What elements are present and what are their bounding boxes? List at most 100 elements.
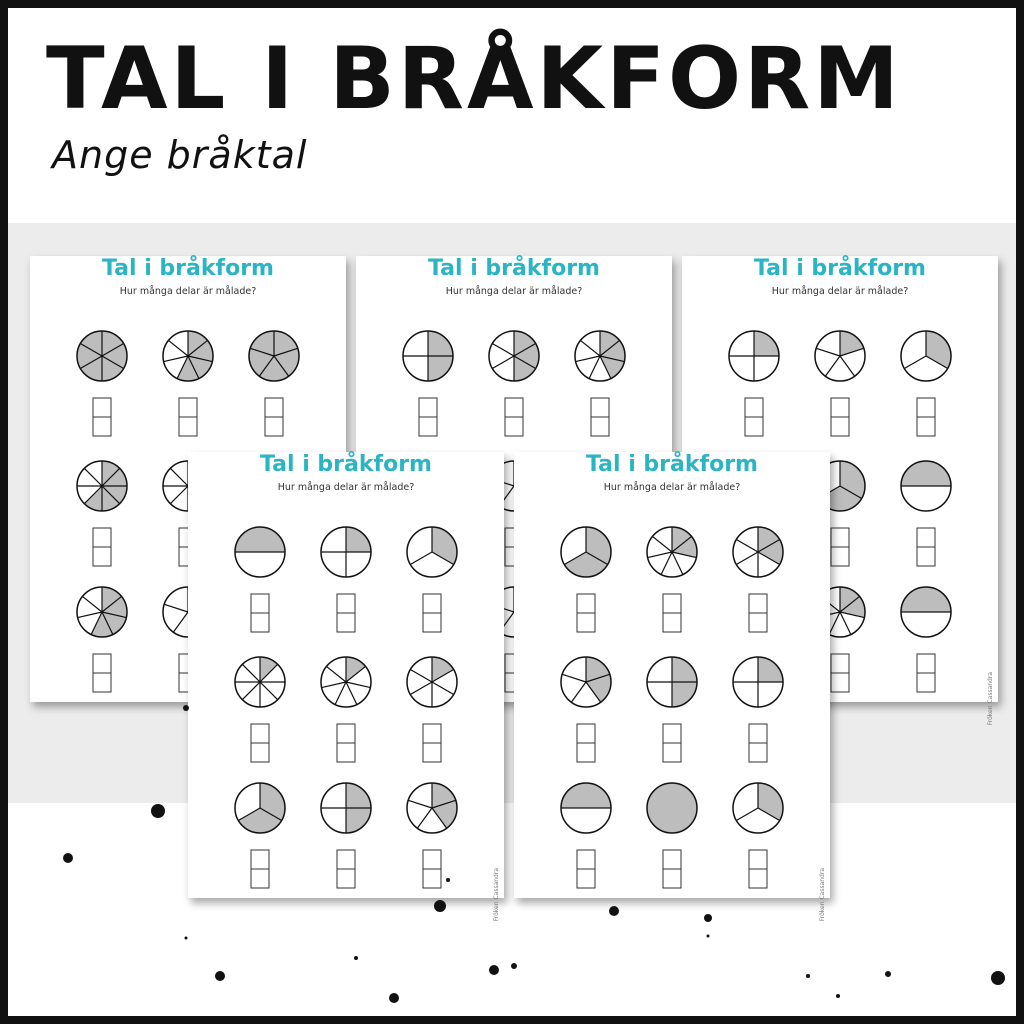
ink-dot — [184, 936, 188, 940]
fraction-pie — [900, 586, 952, 638]
answer-box — [250, 849, 270, 889]
worksheet-subtitle: Hur många delar är målade? — [277, 482, 415, 493]
fraction-pie — [488, 330, 540, 382]
answer-box — [830, 653, 850, 693]
answer-box — [576, 723, 596, 763]
worksheet-title: Tal i bråkform — [102, 256, 274, 281]
ink-dot — [183, 705, 189, 711]
ink-dot — [434, 900, 446, 912]
answer-box — [418, 397, 438, 437]
ink-dot — [446, 878, 450, 882]
fraction-pie — [406, 656, 458, 708]
ink-dot — [215, 971, 225, 981]
answer-box — [662, 723, 682, 763]
answer-box — [336, 723, 356, 763]
answer-box — [92, 397, 112, 437]
ink-dot — [991, 971, 1005, 985]
ink-dot — [836, 994, 840, 998]
answer-box — [250, 593, 270, 633]
worksheet-subtitle: Hur många delar är målade? — [445, 286, 583, 297]
fraction-pie — [560, 782, 612, 834]
fraction-pie — [732, 782, 784, 834]
answer-box — [92, 527, 112, 567]
ink-splatter-decoration — [63, 705, 1005, 1003]
fraction-pie — [402, 330, 454, 382]
answer-box — [662, 593, 682, 633]
worksheet-preview-5: Tal i bråkform Hur många delar är målade… — [514, 452, 830, 921]
answer-box — [264, 397, 284, 437]
fraction-pie — [574, 330, 626, 382]
fraction-pie — [646, 656, 698, 708]
page-subtitle: Ange bråktal — [52, 133, 308, 177]
answer-box — [916, 397, 936, 437]
fraction-pie — [728, 330, 780, 382]
fraction-pie — [234, 526, 286, 578]
fraction-pie — [732, 526, 784, 578]
worksheet-title: Tal i bråkform — [260, 452, 432, 477]
fraction-pie — [320, 782, 372, 834]
fraction-pie — [320, 656, 372, 708]
fraction-pie — [76, 330, 128, 382]
answer-box — [916, 527, 936, 567]
worksheet-subtitle: Hur många delar är målade? — [119, 286, 257, 297]
fraction-pie — [320, 526, 372, 578]
answer-box — [336, 849, 356, 889]
answer-box — [662, 849, 682, 889]
answer-box — [748, 849, 768, 889]
answer-box — [422, 593, 442, 633]
worksheet-title: Tal i bråkform — [586, 452, 758, 477]
fraction-pie — [732, 656, 784, 708]
ink-dot — [389, 993, 399, 1003]
fraction-grid — [560, 526, 784, 889]
answer-box — [250, 723, 270, 763]
fraction-pie — [76, 586, 128, 638]
ink-dot — [151, 804, 165, 818]
fraction-pie — [248, 330, 300, 382]
answer-box — [576, 593, 596, 633]
fraction-pie — [162, 330, 214, 382]
answer-box — [830, 397, 850, 437]
fraction-pie — [646, 526, 698, 578]
ink-dot — [885, 971, 891, 977]
worksheet-preview-4: Tal i bråkform Hur många delar är målade… — [188, 452, 504, 921]
fraction-pie — [234, 656, 286, 708]
answer-box — [744, 397, 764, 437]
fraction-pie — [234, 782, 286, 834]
answer-box — [422, 723, 442, 763]
fraction-grid — [234, 526, 458, 889]
worksheet-title: Tal i bråkform — [428, 256, 600, 281]
ink-dot — [704, 914, 712, 922]
ink-dot — [706, 934, 710, 938]
answer-box — [748, 723, 768, 763]
answer-box — [504, 397, 524, 437]
fraction-pie — [560, 656, 612, 708]
answer-box — [178, 397, 198, 437]
answer-box — [422, 849, 442, 889]
fraction-pie — [76, 460, 128, 512]
answer-box — [748, 593, 768, 633]
fraction-pie — [814, 330, 866, 382]
ink-dot — [806, 974, 810, 978]
page-title: TAL I BRÅKFORM — [46, 29, 902, 129]
fraction-pie — [406, 782, 458, 834]
fraction-pie — [646, 782, 698, 834]
answer-box — [336, 593, 356, 633]
answer-box — [576, 849, 596, 889]
answer-box — [916, 653, 936, 693]
fraction-pie — [900, 460, 952, 512]
ink-dot — [63, 853, 73, 863]
worksheet-subtitle: Hur många delar är målade? — [603, 482, 741, 493]
fraction-pie — [900, 330, 952, 382]
answer-box — [830, 527, 850, 567]
worksheet-title: Tal i bråkform — [754, 256, 926, 281]
worksheet-subtitle: Hur många delar är målade? — [771, 286, 909, 297]
ink-dot — [354, 956, 358, 960]
ink-dot — [511, 963, 517, 969]
ink-dot — [609, 906, 619, 916]
ink-dot — [489, 965, 499, 975]
fraction-pie — [406, 526, 458, 578]
answer-box — [590, 397, 610, 437]
answer-box — [92, 653, 112, 693]
fraction-pie — [560, 526, 612, 578]
